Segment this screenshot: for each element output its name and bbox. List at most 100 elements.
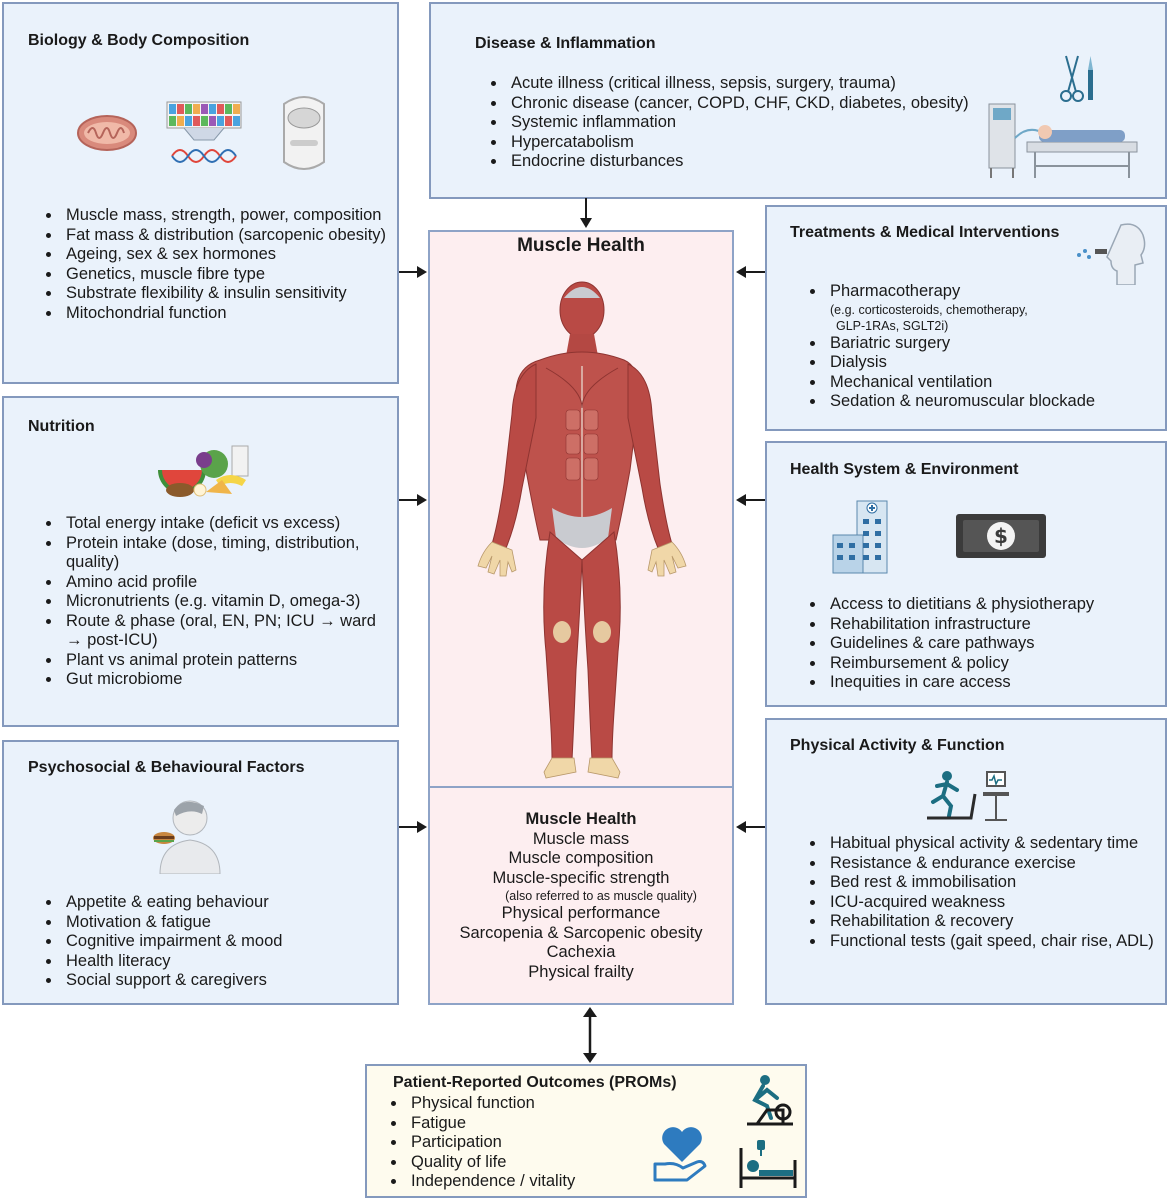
surgical-tools-icon (1058, 52, 1098, 104)
patient-bed-icon (737, 1138, 799, 1190)
list-item: ICU-acquired weakness (826, 893, 1169, 913)
anatomy-figure-icon (470, 280, 694, 786)
arrow-treatments-to-center (736, 266, 765, 278)
biology-title: Biology & Body Composition (28, 32, 250, 49)
pharmacotherapy-note: GLP-1RAs, SGLT2i) (836, 318, 949, 333)
list-item: Resistance & endurance exercise (826, 854, 1169, 874)
list-item: Endocrine disturbances (507, 152, 1027, 172)
list-item: Functional tests (gait speed, chair rise… (826, 932, 1169, 952)
muscle-health-title: Muscle Health (517, 235, 645, 256)
list-item: Sedation & neuromuscular blockade (826, 392, 1169, 412)
dna-sequencing-icon (164, 100, 244, 170)
list-item: Cachexia (546, 943, 616, 961)
disease-panel: Disease & Inflammation Acute illness (cr… (429, 2, 1167, 199)
list-item: Bed rest & immobilisation (826, 873, 1169, 893)
list-item: Rehabilitation infrastructure (826, 615, 1169, 635)
list-item: Fat mass & distribution (sarcopenic obes… (62, 226, 392, 246)
list-item: Fatigue (407, 1114, 667, 1134)
quality-note: (also referred to as muscle quality) (505, 889, 697, 903)
list-item: Physical frailty (528, 962, 634, 981)
list-item: Physical performance (501, 904, 661, 922)
list-item: Plant vs animal protein patterns (62, 651, 392, 671)
arrow-psychosocial-to-center (399, 821, 427, 833)
cycling-exercise-icon (741, 1072, 799, 1130)
list-item: Ageing, sex & sex hormones (62, 245, 392, 265)
hospital-building-icon (831, 499, 901, 575)
list-item: Pharmacotherapy (e.g. corticosteroids, c… (826, 282, 1169, 334)
list-item: Sarcopenia & Sarcopenic obesity (459, 923, 703, 942)
health-system-panel: Health System & Environment $ Access t (765, 441, 1167, 707)
list-item: Total energy intake (deficit vs excess) (62, 514, 392, 534)
list-item: Dialysis (826, 353, 1169, 373)
list-item: Mitochondrial function (62, 304, 392, 324)
muscle-health-divider (430, 786, 732, 788)
list-item: Rehabilitation & recovery (826, 912, 1169, 932)
pharmacotherapy-note: (e.g. corticosteroids, chemotherapy, (830, 302, 1028, 317)
list-item: Amino acid profile (62, 573, 392, 593)
psychosocial-title: Psychosocial & Behavioural Factors (28, 759, 305, 776)
physical-activity-panel: Physical Activity & Function Habitual ph… (765, 718, 1167, 1005)
arrow-health-system-to-center (736, 494, 765, 506)
list-item: Acute illness (critical illness, sepsis,… (507, 74, 1027, 94)
list-item: Muscle mass, strength, power, compositio… (62, 206, 392, 226)
list-item: Reimbursement & policy (826, 654, 1169, 674)
treadmill-test-icon (925, 768, 1015, 826)
nutrition-panel: Nutrition Total energy intake (deficit v… (2, 396, 399, 727)
person-eating-icon (146, 796, 226, 874)
treatments-title: Treatments & Medical Interventions (790, 224, 1060, 241)
list-item: Motivation & fatigue (62, 913, 392, 933)
heart-in-hand-icon (653, 1120, 711, 1186)
list-item: Guidelines & care pathways (826, 634, 1169, 654)
inhaler-patient-icon (1075, 219, 1155, 285)
list-item: Mechanical ventilation (826, 373, 1169, 393)
outcomes-title: Muscle Health (525, 810, 637, 828)
psychosocial-panel: Psychosocial & Behavioural Factors Appet… (2, 740, 399, 1005)
muscle-health-outcomes: Muscle Health Muscle mass Muscle composi… (428, 810, 734, 982)
body-scanner-icon (276, 92, 332, 178)
list-item: Inequities in care access (826, 673, 1169, 693)
list-item: Route & phase (oral, EN, PN; ICU → ward … (62, 612, 392, 651)
proms-list: Physical function Fatigue Participation … (387, 1094, 667, 1192)
nutrition-list: Total energy intake (deficit vs excess) … (42, 514, 392, 690)
list-item: Muscle composition (508, 849, 654, 867)
arrow-physical-to-center (736, 821, 765, 833)
list-item: Chronic disease (cancer, COPD, CHF, CKD,… (507, 94, 1027, 114)
treatments-list: Pharmacotherapy (e.g. corticosteroids, c… (806, 282, 1169, 412)
physical-activity-list: Habitual physical activity & sedentary t… (806, 834, 1169, 951)
list-item: Systemic inflammation (507, 113, 1027, 133)
list-item: Protein intake (dose, timing, distributi… (62, 534, 392, 573)
disease-list: Acute illness (critical illness, sepsis,… (487, 74, 1027, 172)
list-item: Quality of life (407, 1153, 667, 1173)
arrow-center-proms-bidirectional (583, 1007, 597, 1063)
arrow-biology-to-center (399, 266, 427, 278)
health-system-list: Access to dietitians & physiotherapy Reh… (806, 595, 1169, 693)
physical-activity-title: Physical Activity & Function (790, 737, 1005, 754)
list-item: Health literacy (62, 952, 392, 972)
treatments-panel: Treatments & Medical Interventions Pharm… (765, 205, 1167, 431)
currency-bill-icon: $ (955, 513, 1047, 559)
list-item: Micronutrients (e.g. vitamin D, omega-3) (62, 592, 392, 612)
list-item: Physical function (407, 1094, 667, 1114)
list-item: Bariatric surgery (826, 334, 1169, 354)
health-system-title: Health System & Environment (790, 461, 1019, 478)
list-item: Participation (407, 1133, 667, 1153)
list-item: Social support & caregivers (62, 971, 392, 991)
list-item: Gut microbiome (62, 670, 392, 690)
list-item: Access to dietitians & physiotherapy (826, 595, 1169, 615)
list-item: Cognitive impairment & mood (62, 932, 392, 952)
biology-panel: Biology & Body Composition (2, 2, 399, 384)
pharmacotherapy-label: Pharmacotherapy (830, 282, 961, 300)
psychosocial-list: Appetite & eating behaviour Motivation &… (42, 893, 392, 991)
mitochondria-icon (76, 112, 138, 154)
proms-title: Patient-Reported Outcomes (PROMs) (393, 1074, 677, 1091)
list-item: Appetite & eating behaviour (62, 893, 392, 913)
biology-list: Muscle mass, strength, power, compositio… (42, 206, 392, 323)
arrow-disease-to-center (580, 198, 592, 228)
list-item: Genetics, muscle fibre type (62, 265, 392, 285)
nutrition-title: Nutrition (28, 418, 95, 435)
currency-symbol: $ (994, 524, 1008, 548)
list-item: Substrate flexibility & insulin sensitiv… (62, 284, 392, 304)
proms-panel: Patient-Reported Outcomes (PROMs) Physic… (365, 1064, 807, 1198)
list-item: Independence / vitality (407, 1172, 667, 1192)
arrow-nutrition-to-center (399, 494, 427, 506)
